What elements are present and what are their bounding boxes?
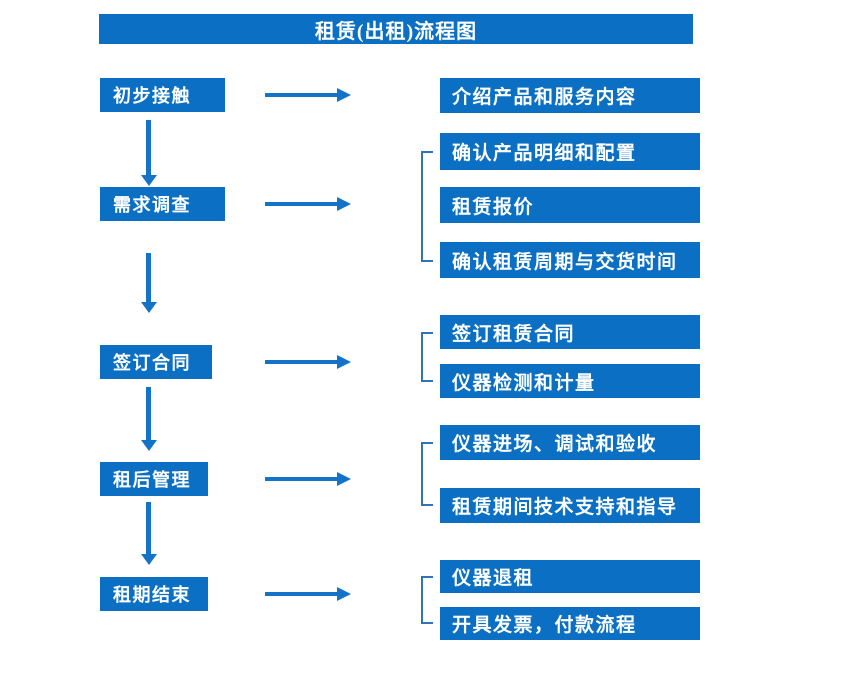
arrow-right-icon-4 — [265, 472, 351, 486]
stage-box-initial-contact: 初步接触 — [100, 78, 225, 112]
arrow-head — [141, 175, 157, 186]
arrow-shaft — [146, 120, 151, 176]
bracket-group-3 — [421, 332, 433, 382]
diagram-title: 租赁(出租)流程图 — [99, 14, 693, 44]
stage-box-sign-contract: 签订合同 — [100, 345, 212, 379]
arrow-head — [141, 554, 157, 565]
arrow-down-icon-1 — [141, 120, 157, 186]
arrow-down-icon-2 — [141, 253, 157, 313]
arrow-shaft — [265, 93, 338, 97]
output-box-instrument-return: 仪器退租 — [440, 560, 700, 593]
arrow-right-icon-5 — [265, 587, 351, 601]
stage-box-rental-end: 租期结束 — [100, 577, 208, 611]
output-box-tech-support: 租赁期间技术支持和指导 — [440, 488, 700, 523]
output-box-introduce-products: 介绍产品和服务内容 — [440, 78, 700, 113]
arrow-head — [141, 440, 157, 451]
arrow-right-icon-1 — [265, 88, 351, 102]
output-box-rental-quote: 租赁报价 — [440, 187, 700, 223]
arrow-shaft — [265, 202, 338, 206]
arrow-shaft — [146, 253, 151, 303]
arrow-down-icon-4 — [141, 502, 157, 565]
stage-box-demand-survey: 需求调查 — [100, 187, 225, 221]
stage-box-post-rental-management: 租后管理 — [100, 462, 208, 496]
bracket-group-4 — [421, 442, 433, 506]
output-box-sign-rental-contract: 签订租赁合同 — [440, 315, 700, 349]
output-box-instrument-testing: 仪器检测和计量 — [440, 364, 700, 398]
bracket-group-5 — [421, 576, 433, 624]
output-box-confirm-period-delivery: 确认租赁周期与交货时间 — [440, 242, 700, 278]
arrow-head — [337, 587, 351, 601]
arrow-right-icon-2 — [265, 197, 351, 211]
arrow-head — [337, 472, 351, 486]
output-box-confirm-details: 确认产品明细和配置 — [440, 133, 700, 170]
output-box-instrument-setup: 仪器进场、调试和验收 — [440, 425, 700, 460]
arrow-shaft — [265, 477, 338, 481]
arrow-head — [337, 355, 351, 369]
arrow-shaft — [146, 502, 151, 555]
arrow-head — [337, 88, 351, 102]
arrow-shaft — [265, 360, 338, 364]
arrow-shaft — [265, 592, 338, 596]
arrow-head — [337, 197, 351, 211]
arrow-head — [141, 302, 157, 313]
output-box-invoice-payment: 开具发票，付款流程 — [440, 607, 700, 640]
bracket-group-2 — [421, 151, 433, 262]
arrow-right-icon-3 — [265, 355, 351, 369]
arrow-down-icon-3 — [141, 387, 157, 451]
arrow-shaft — [146, 387, 151, 441]
